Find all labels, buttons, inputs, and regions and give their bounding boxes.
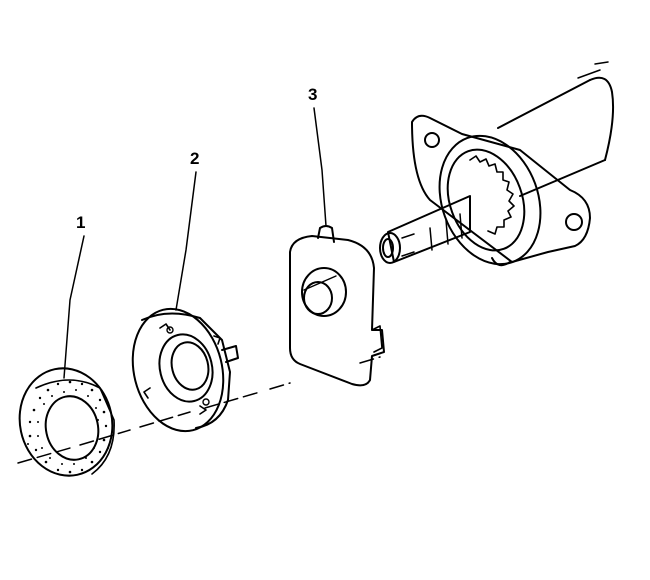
washer-speckle-pattern (27, 380, 109, 474)
part-1-washer (18, 367, 115, 477)
part-2-adapter (131, 307, 239, 433)
steering-column (379, 61, 615, 267)
callout-3: 3 (308, 85, 318, 104)
leader-line-1 (63, 235, 85, 379)
leader-line-3 (313, 107, 327, 227)
axis-centerline (17, 356, 381, 464)
callout-2: 2 (190, 149, 200, 168)
leader-line-2 (175, 171, 197, 311)
callout-1: 1 (76, 213, 86, 232)
part-3-housing (289, 225, 385, 387)
